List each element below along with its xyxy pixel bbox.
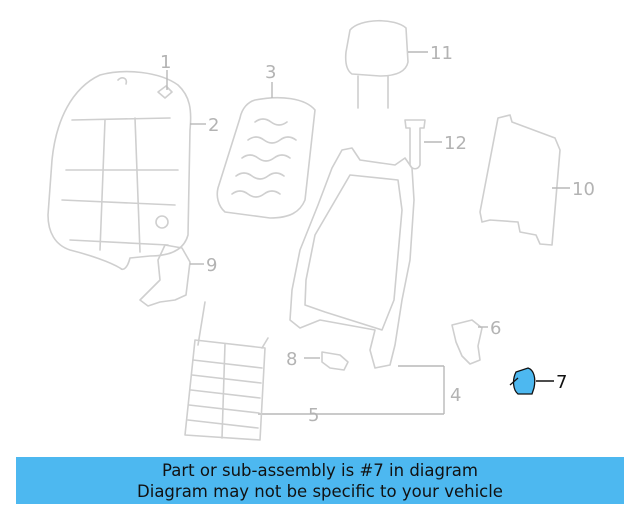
callout-11: 11 [430, 43, 453, 64]
part-1-clip: 1 [157, 52, 173, 99]
part-4-seat-back-frame: 4 [258, 147, 461, 415]
callout-12: 12 [444, 133, 467, 154]
callout-4: 4 [450, 385, 461, 406]
callout-3: 3 [265, 62, 276, 83]
part-11-headrest: 11 [344, 19, 453, 109]
banner-line-2: Diagram may not be specific to your vehi… [137, 482, 503, 501]
part-3-heater-pad: 3 [216, 62, 316, 219]
part-8-clip: 8 [286, 349, 349, 371]
banner-line-1: Part or sub-assembly is #7 in diagram [162, 461, 478, 480]
part-5-lumbar-support: 5 [184, 301, 319, 441]
callout-5: 5 [308, 405, 319, 426]
parts-diagram: 1 2 3 11 12 10 4 [47, 19, 595, 441]
callout-6: 6 [490, 318, 501, 339]
callout-10: 10 [572, 179, 595, 200]
callout-9: 9 [206, 255, 217, 276]
info-banner: Part or sub-assembly is #7 in diagram Di… [16, 457, 624, 504]
part-12-guide: 12 [404, 119, 467, 170]
callout-7: 7 [556, 372, 567, 393]
part-10-back-panel: 10 [479, 114, 595, 246]
part-7-highlighted[interactable]: 7 [509, 367, 567, 395]
callout-8: 8 [286, 349, 297, 370]
callout-1: 1 [160, 52, 171, 73]
part-9-bracket: 9 [139, 244, 217, 307]
part-6-hinge-cover: 6 [451, 318, 501, 365]
callout-2: 2 [208, 115, 219, 136]
part-2-seat-back-cushion [47, 70, 192, 271]
